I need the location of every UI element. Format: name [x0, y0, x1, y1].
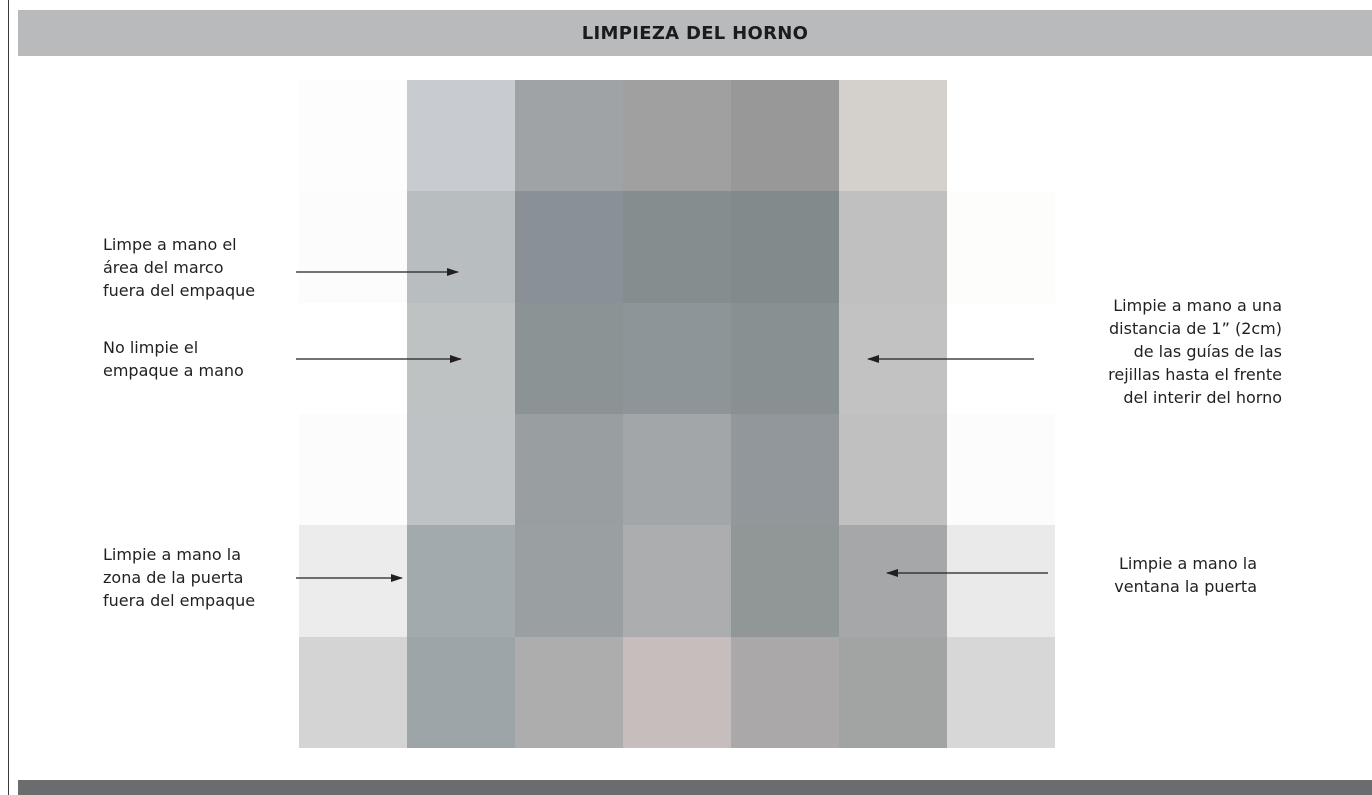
section-header-bar: LIMPIEZA DEL HORNO [18, 10, 1372, 56]
callout-frame-outside-gasket: Limpe a mano el área del marco fuera del… [103, 235, 256, 300]
footer-bar [18, 780, 1372, 795]
figure-tile [299, 413, 407, 526]
left-margin-rule [8, 0, 9, 795]
figure-tile [839, 636, 947, 748]
figure-tile [623, 525, 731, 637]
figure-tile [623, 636, 731, 748]
callout-rack-guides: Limpie a mano a una distancia de 1” (2cm… [1108, 296, 1282, 407]
figure-tile [299, 302, 407, 414]
figure-tile [515, 191, 623, 303]
figure-tile [839, 413, 947, 526]
figure-tile [515, 413, 623, 526]
figure-tile [623, 413, 731, 526]
figure-tile [731, 191, 839, 303]
figure-tile [407, 636, 515, 748]
figure-tile [623, 80, 731, 192]
figure-tile [947, 525, 1055, 637]
figure-tile [407, 413, 515, 526]
figure-tile [299, 191, 407, 303]
figure-tile [947, 636, 1055, 748]
oven-diagram-image [299, 80, 1055, 748]
figure-tile [407, 80, 515, 192]
figure-tile [515, 302, 623, 414]
figure-tile [839, 191, 947, 303]
figure-tile [731, 413, 839, 526]
page-title: LIMPIEZA DEL HORNO [581, 22, 809, 44]
callout-door-outside-gasket: Limpie a mano la zona de la puerta fuera… [103, 545, 256, 610]
figure-tile [731, 80, 839, 192]
figure-tile [839, 525, 947, 637]
callout-door-window: Limpie a mano la ventana la puerta [1114, 554, 1257, 596]
figure-tile [515, 525, 623, 637]
callout-do-not-clean-gasket: No limpie el empaque a mano [103, 338, 244, 380]
figure-tile [947, 191, 1055, 303]
figure-tile [947, 80, 1055, 192]
figure-tile [623, 191, 731, 303]
figure-tile [299, 80, 407, 192]
figure-tile [731, 525, 839, 637]
figure-tile [407, 191, 515, 303]
figure-tile [947, 302, 1055, 414]
figure-tile [839, 302, 947, 414]
figure-tile [515, 80, 623, 192]
figure-tile [623, 302, 731, 414]
figure-tile [407, 525, 515, 637]
figure-tile [731, 636, 839, 748]
figure-tile [299, 636, 407, 748]
figure-tile [839, 80, 947, 192]
figure-tile [731, 302, 839, 414]
figure-tile [515, 636, 623, 748]
figure-tile [299, 525, 407, 637]
figure-tile [947, 413, 1055, 526]
